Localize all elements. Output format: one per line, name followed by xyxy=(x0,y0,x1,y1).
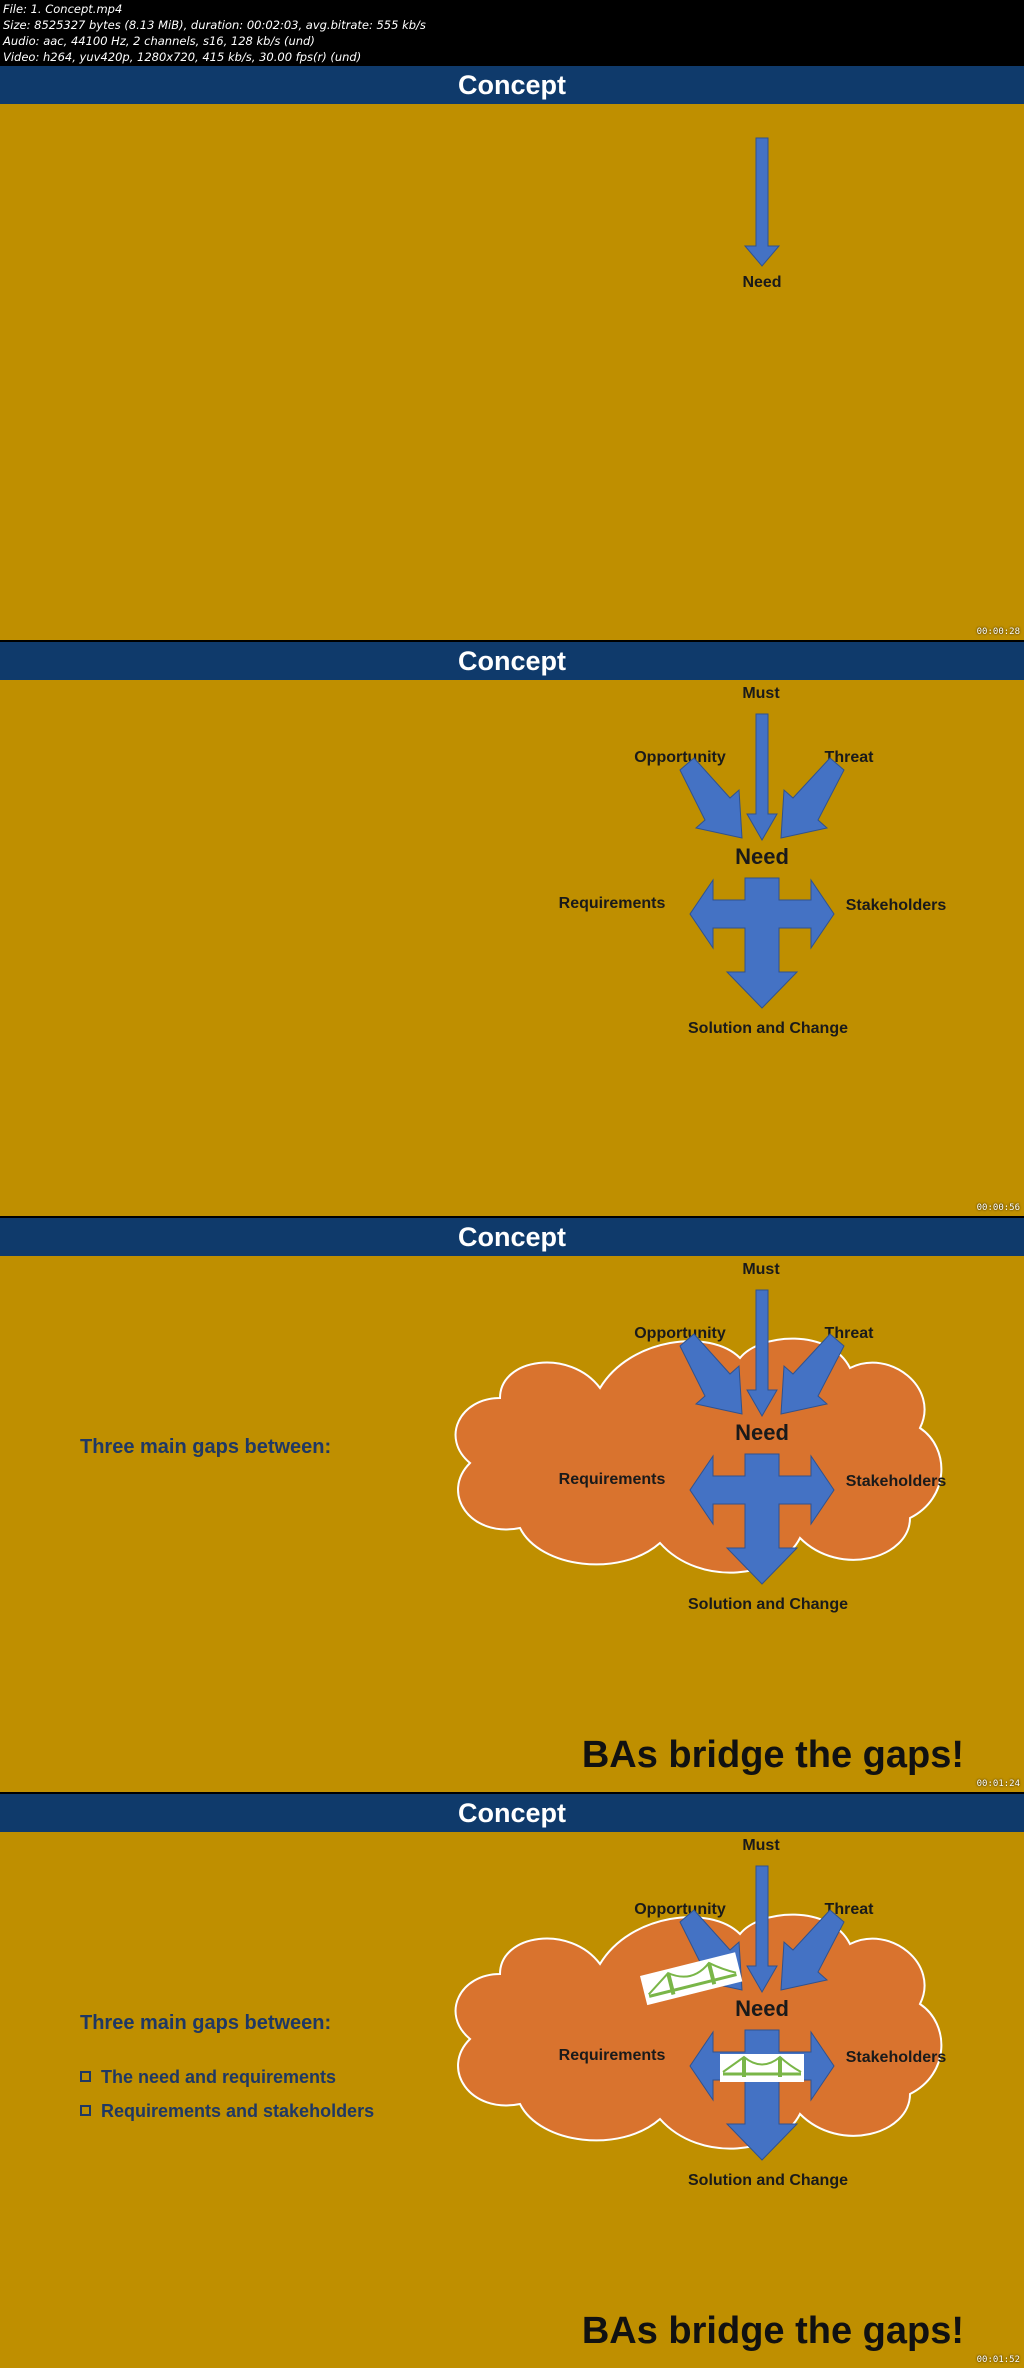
arrow-diag-right-icon xyxy=(780,1909,845,1991)
threat-label: Threat xyxy=(825,749,875,766)
bullet-text: The need and requirements xyxy=(101,2067,337,2087)
arrow-down-icon xyxy=(746,713,778,842)
solution-label: Solution and Change xyxy=(688,1596,848,1613)
video-info-header: File: 1. Concept.mp4 Size: 8525327 bytes… xyxy=(0,0,1024,66)
audio-line: Audio: aac, 44100 Hz, 2 channels, s16, 1… xyxy=(3,34,315,48)
slide-title: Concept xyxy=(0,642,1024,680)
timestamp: 00:01:52 xyxy=(976,2355,1020,2365)
gaps-title: Three main gaps between: xyxy=(80,2012,332,2034)
slide-title: Concept xyxy=(0,1218,1024,1256)
timestamp: 00:01:24 xyxy=(976,1779,1020,1789)
opportunity-label: Opportunity xyxy=(634,1901,726,1918)
bridge-icon xyxy=(720,2054,804,2082)
video-frame-2: Concept Must Opportunity Threat Need Req… xyxy=(0,642,1024,1216)
need-diagram: Must Opportunity Threat Need Requirement… xyxy=(454,1837,947,2189)
bridge-icon xyxy=(640,1952,743,2006)
video-frame-1: Concept Need 00:00:28 xyxy=(0,66,1024,640)
solution-label: Solution and Change xyxy=(688,1020,848,1037)
requirements-label: Requirements xyxy=(559,895,666,912)
gaps-title: Three main gaps between: xyxy=(80,1436,332,1458)
threat-label: Threat xyxy=(825,1325,875,1342)
arrow-diag-left-icon xyxy=(679,757,743,839)
bullet-text: Requirements and stakeholders xyxy=(101,2101,375,2121)
timestamp: 00:00:28 xyxy=(976,627,1020,637)
file-line: File: 1. Concept.mp4 xyxy=(3,2,123,16)
must-label: Must xyxy=(742,1261,780,1278)
video-line: Video: h264, yuv420p, 1280x720, 415 kb/s… xyxy=(3,50,362,64)
opportunity-label: Opportunity xyxy=(634,749,726,766)
video-frame-4: Concept Must Opportunity Threat Need Req… xyxy=(0,1794,1024,2368)
must-label: Must xyxy=(742,685,780,702)
arrow-down-icon xyxy=(746,1289,778,1418)
arrow-down-icon xyxy=(746,1865,778,1994)
video-frame-3: Concept Must Opportunity Threat Need Req… xyxy=(0,1218,1024,1792)
cross-arrow-icon xyxy=(689,1453,835,1585)
need-label: Need xyxy=(735,844,789,869)
threat-label: Threat xyxy=(825,1901,875,1918)
checkbox-icon xyxy=(80,2105,91,2116)
need-label: Need xyxy=(735,1420,789,1445)
bullet-item: Requirements and stakeholders xyxy=(80,2101,374,2122)
cross-arrow-icon xyxy=(689,877,835,1009)
need-diagram: Must Opportunity Threat Need Requirement… xyxy=(454,1261,947,1613)
stakeholders-label: Stakeholders xyxy=(846,897,947,914)
slide-title: Concept xyxy=(0,1794,1024,1832)
slide-title: Concept xyxy=(0,66,1024,104)
stakeholders-label: Stakeholders xyxy=(846,2049,947,2066)
tagline: BAs bridge the gaps! xyxy=(581,1734,964,1776)
need-label: Need xyxy=(735,1996,789,2021)
need-diagram: Must Opportunity Threat Need Requirement… xyxy=(559,685,947,1037)
checkbox-icon xyxy=(80,2071,91,2082)
solution-label: Solution and Change xyxy=(688,2172,848,2189)
requirements-label: Requirements xyxy=(559,1471,666,1488)
opportunity-label: Opportunity xyxy=(634,1325,726,1342)
timestamp: 00:00:56 xyxy=(976,1203,1020,1213)
requirements-label: Requirements xyxy=(559,2047,666,2064)
arrow-diag-right-icon xyxy=(780,757,845,839)
tagline: BAs bridge the gaps! xyxy=(581,2310,964,2352)
must-label: Must xyxy=(742,1837,780,1854)
arrow-down-icon xyxy=(743,137,781,267)
size-line: Size: 8525327 bytes (8.13 MiB), duration… xyxy=(3,18,426,32)
need-label: Need xyxy=(742,274,781,291)
bullet-item: The need and requirements xyxy=(80,2067,336,2088)
arrow-diag-right-icon xyxy=(780,1333,845,1415)
need-diagram: Need xyxy=(742,137,782,291)
stakeholders-label: Stakeholders xyxy=(846,1473,947,1490)
arrow-diag-left-icon xyxy=(679,1333,743,1415)
